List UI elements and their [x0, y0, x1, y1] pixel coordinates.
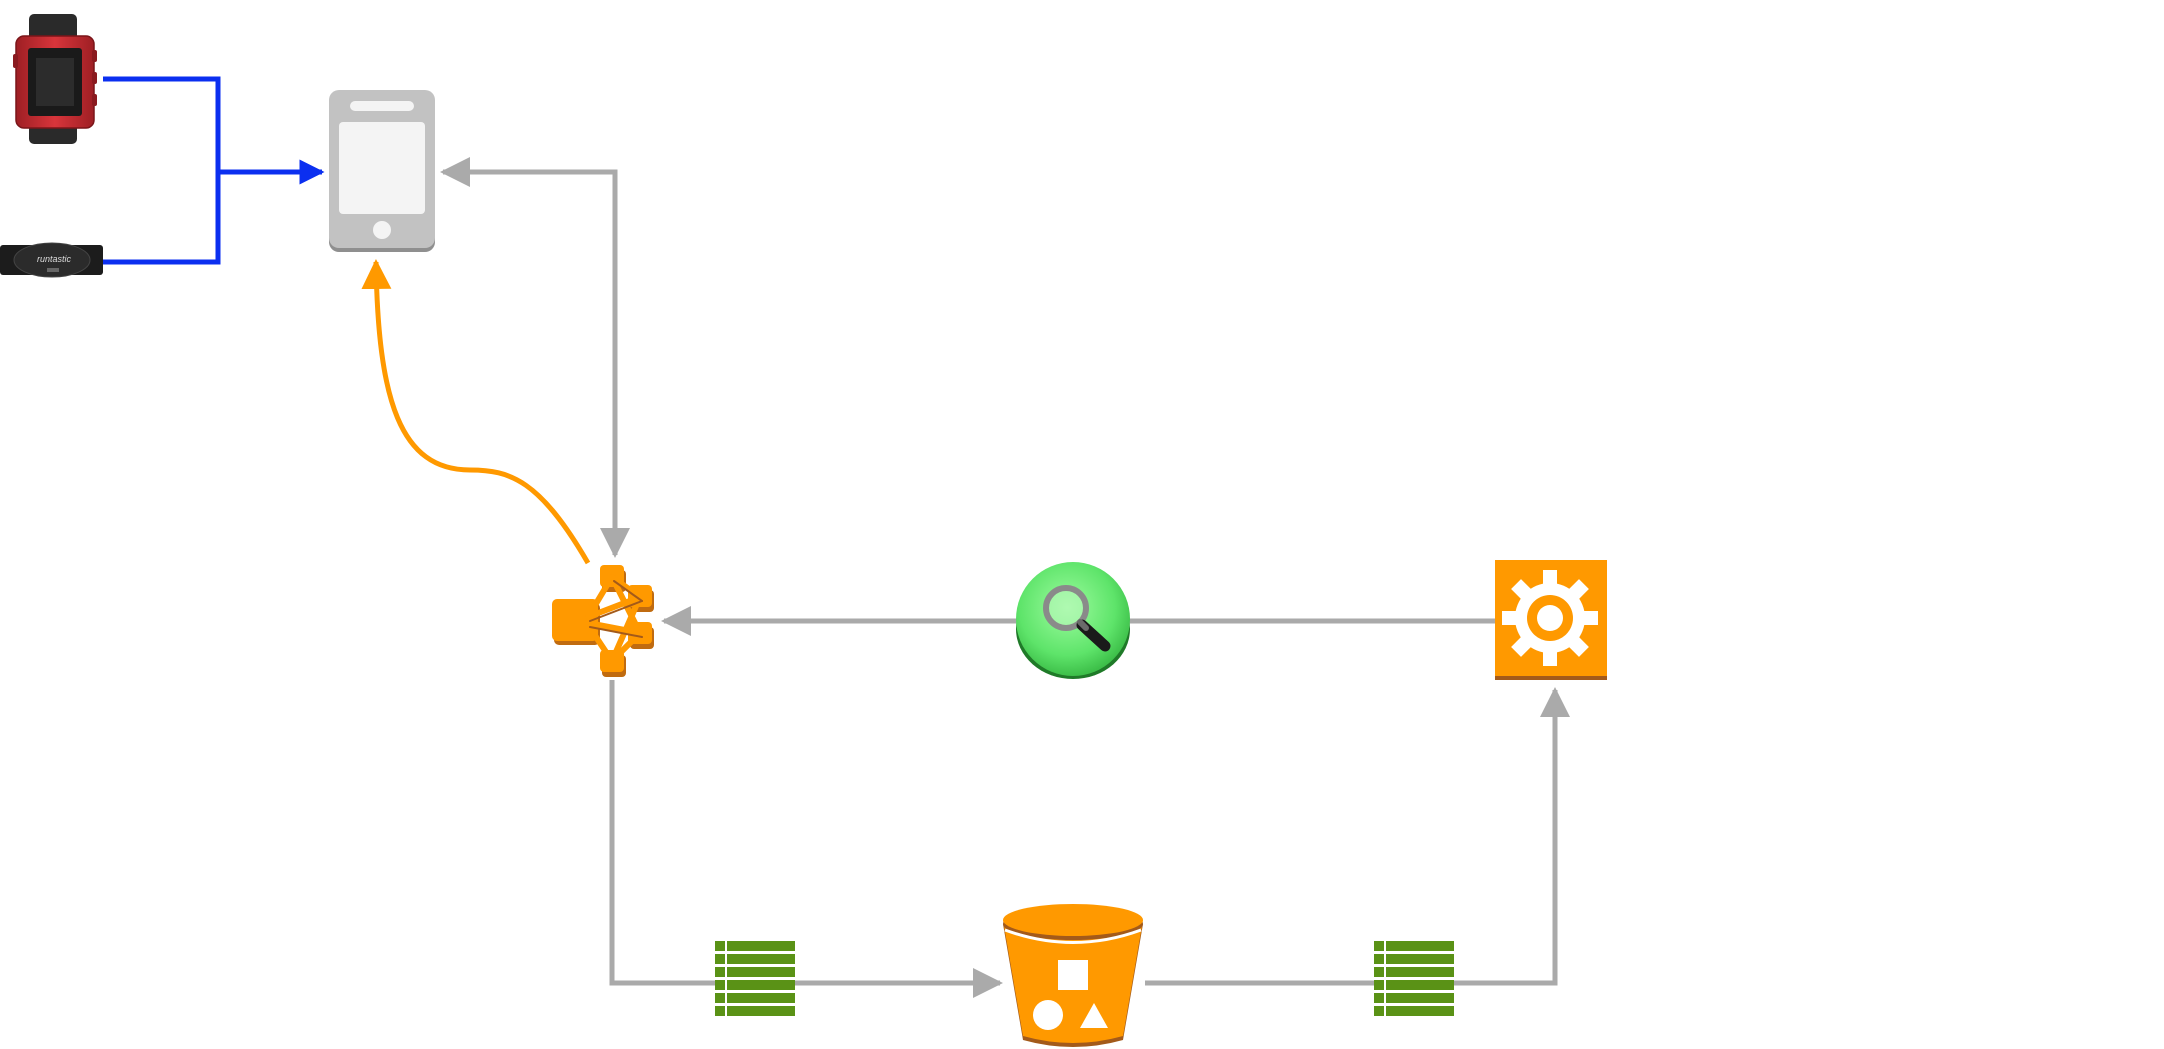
edge-bucket-to-processing: [1145, 687, 1570, 986]
data-stream-icon[interactable]: [715, 941, 795, 1016]
gear-service-icon[interactable]: [1495, 560, 1607, 680]
edge-watch-to-phone: [103, 76, 221, 172]
mobile-phone-icon[interactable]: [329, 90, 435, 252]
iot-network-icon[interactable]: [552, 565, 654, 677]
strap-brand-label: runtastic: [37, 254, 72, 264]
edge-phone-iot-bidirectional: [440, 157, 630, 558]
smartwatch-icon[interactable]: [13, 14, 97, 144]
heart-rate-strap-icon[interactable]: runtastic: [0, 242, 103, 278]
data-stream-icon[interactable]: [1374, 941, 1454, 1016]
magnifier-search-icon[interactable]: [1016, 562, 1130, 679]
edge-strap-to-phone: [103, 172, 221, 265]
connectors: [103, 76, 1570, 998]
edge-iot-to-phone-curve: [361, 259, 591, 565]
storage-bucket-icon[interactable]: [1003, 904, 1143, 1047]
edge-iot-to-bucket: [609, 680, 1003, 998]
